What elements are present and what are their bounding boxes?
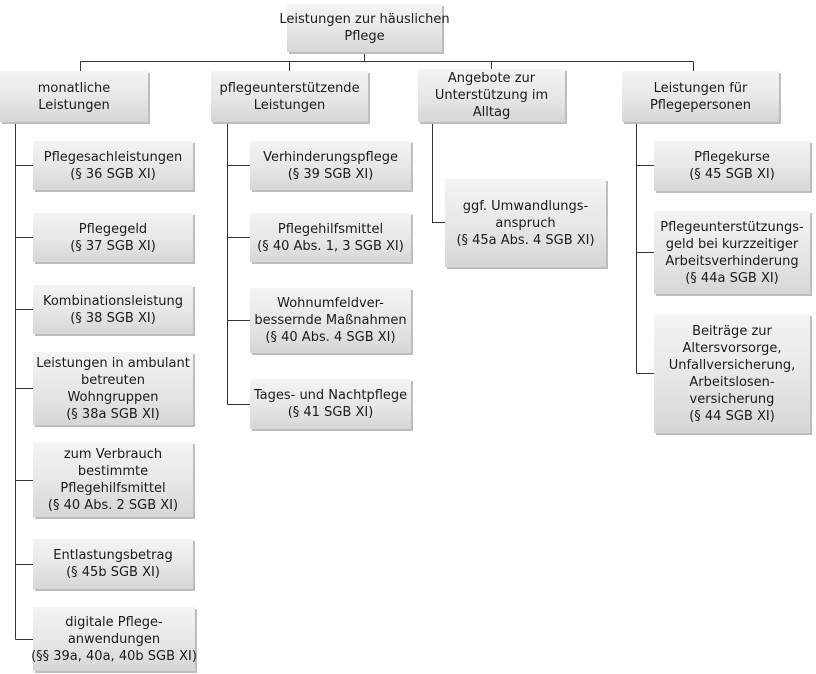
item-verhinderungspflege: Verhinderungspflege (§ 39 SGB XI) bbox=[250, 141, 411, 190]
connector-monthly bbox=[15, 122, 33, 640]
item-ambulante-wohngruppen: Leistungen in ambulant betreuten Wohngru… bbox=[33, 352, 193, 425]
connector-supportive bbox=[227, 122, 250, 405]
item-line: (§ 45a Abs. 4 SGB XI) bbox=[456, 232, 595, 248]
item-line: versicherung bbox=[689, 391, 775, 407]
item-line: (§ 36 SGB XI) bbox=[70, 166, 156, 182]
item-line: Tages- und Nachtpflege bbox=[253, 388, 408, 403]
category-everyday-line-2: Unterstützung im bbox=[434, 88, 549, 103]
node-root-line-1: Leistungen zur häuslichen bbox=[279, 12, 450, 27]
item-line: digitale Pflege- bbox=[65, 614, 163, 630]
item-line: (§ 38 SGB XI) bbox=[70, 310, 156, 326]
item-line: Arbeitsverhinderung bbox=[665, 253, 799, 269]
item-line: (§ 45 SGB XI) bbox=[689, 167, 775, 182]
category-monthly: monatliche Leistungen bbox=[0, 71, 148, 122]
item-line: Unfallversicherung, bbox=[668, 357, 796, 373]
connector-everyday bbox=[432, 122, 445, 223]
item-pflegegeld: Pflegegeld (§ 37 SGB XI) bbox=[33, 213, 193, 262]
item-line: (§ 40 Abs. 4 SGB XI) bbox=[265, 330, 396, 345]
item-line: (§ 39 SGB XI) bbox=[287, 166, 374, 182]
category-supportive: pflegeunterstützende Leistungen bbox=[211, 71, 368, 122]
item-kombinationsleistung: Kombinationsleistung (§ 38 SGB XI) bbox=[33, 285, 193, 334]
category-caregivers: Leistungen für Pflegepersonen bbox=[622, 71, 779, 122]
item-line: Leistungen in ambulant bbox=[36, 355, 190, 371]
category-everyday-line-3: Alltag bbox=[472, 105, 511, 120]
category-everyday-line-1: Angebote zur bbox=[447, 71, 536, 86]
item-line: geld bei kurzzeitiger bbox=[665, 236, 799, 252]
item-line: bestimmte bbox=[77, 463, 149, 479]
item-line: (§ 44a SGB XI) bbox=[685, 270, 779, 286]
category-caregivers-line-1: Leistungen für bbox=[653, 80, 748, 96]
item-line: Pflegekurse bbox=[694, 150, 770, 165]
item-line: (§ 41 SGB XI) bbox=[287, 405, 374, 420]
item-line: Pflegegeld bbox=[78, 221, 148, 237]
category-everyday: Angebote zur Unterstützung im Alltag bbox=[418, 69, 565, 122]
item-line: Pflegesachleistungen bbox=[43, 149, 183, 165]
category-supportive-line-1: pflegeunterstützende bbox=[219, 80, 360, 96]
item-line: (§ 40 Abs. 2 SGB XI) bbox=[47, 497, 179, 513]
node-root-line-2: Pflege bbox=[344, 29, 385, 44]
item-line: Pflegehilfsmittel bbox=[60, 480, 166, 496]
item-pflegekurse: Pflegekurse (§ 45 SGB XI) bbox=[654, 141, 810, 191]
item-line: bessernde Maßnahmen bbox=[254, 313, 407, 328]
item-line: (§ 37 SGB XI) bbox=[70, 238, 156, 254]
item-line: (§ 38a SGB XI) bbox=[66, 406, 160, 422]
item-digitale-pflegeanwendungen: digitale Pflege- anwendungen (§§ 39a, 40… bbox=[31, 607, 197, 671]
item-line: Pflegeunterstützungs- bbox=[660, 219, 804, 235]
item-line: Altersvorsorge, bbox=[682, 340, 782, 356]
item-line: (§§ 39a, 40a, 40b SGB XI) bbox=[31, 648, 197, 664]
item-rentenbeitraege: Beiträge zur Altersvorsorge, Unfallversi… bbox=[654, 314, 810, 433]
item-line: Entlastungsbetrag bbox=[53, 548, 173, 563]
category-supportive-line-2: Leistungen bbox=[253, 97, 326, 113]
item-line: Wohngruppen bbox=[67, 389, 159, 405]
item-line: Kombinationsleistung bbox=[42, 293, 184, 309]
item-pflegesachleistungen: Pflegesachleistungen (§ 36 SGB XI) bbox=[33, 141, 193, 190]
item-line: Beiträge zur bbox=[692, 323, 772, 339]
item-pflegeunterstuetzungsgeld: Pflegeunterstützungs- geld bei kurzzeiti… bbox=[654, 211, 810, 294]
item-line: betreuten bbox=[81, 372, 145, 388]
category-monthly-line-2: Leistungen bbox=[38, 97, 110, 113]
item-pflegehilfsmittel: Pflegehilfsmittel (§ 40 Abs. 1, 3 SGB XI… bbox=[250, 213, 411, 262]
item-wohnumfeldverbesserung: Wohnumfeldver- bessernde Maßnahmen (§ 40… bbox=[250, 288, 411, 353]
connector-caregivers bbox=[636, 122, 654, 374]
category-caregivers-line-2: Pflegepersonen bbox=[649, 97, 752, 113]
item-line: anspruch bbox=[495, 215, 556, 231]
item-tages-nachtpflege: Tages- und Nachtpflege (§ 41 SGB XI) bbox=[250, 379, 411, 429]
connector-root bbox=[80, 52, 694, 71]
item-umwandlungsanspruch: ggf. Umwandlungs- anspruch (§ 45a Abs. 4… bbox=[445, 179, 606, 267]
item-line: (§ 45b SGB XI) bbox=[66, 565, 160, 580]
item-line: Pflegehilfsmittel bbox=[277, 221, 384, 237]
node-root: Leistungen zur häuslichen Pflege bbox=[279, 4, 450, 52]
item-line: Wohnumfeldver- bbox=[277, 296, 384, 311]
category-monthly-line-1: monatliche bbox=[37, 80, 111, 96]
item-line: anwendungen bbox=[67, 631, 161, 647]
item-line: (§ 44 SGB XI) bbox=[689, 408, 775, 424]
item-line: ggf. Umwandlungs- bbox=[462, 198, 589, 214]
item-line: Arbeitslosen- bbox=[689, 374, 775, 390]
item-verbrauchs-pflegehilfsmittel: zum Verbrauch bestimmte Pflegehilfsmitte… bbox=[33, 442, 193, 517]
item-line: (§ 40 Abs. 1, 3 SGB XI) bbox=[257, 238, 404, 254]
item-line: zum Verbrauch bbox=[63, 446, 163, 462]
item-entlastungsbetrag: Entlastungsbetrag (§ 45b SGB XI) bbox=[33, 539, 193, 589]
item-line: Verhinderungspflege bbox=[263, 149, 398, 165]
